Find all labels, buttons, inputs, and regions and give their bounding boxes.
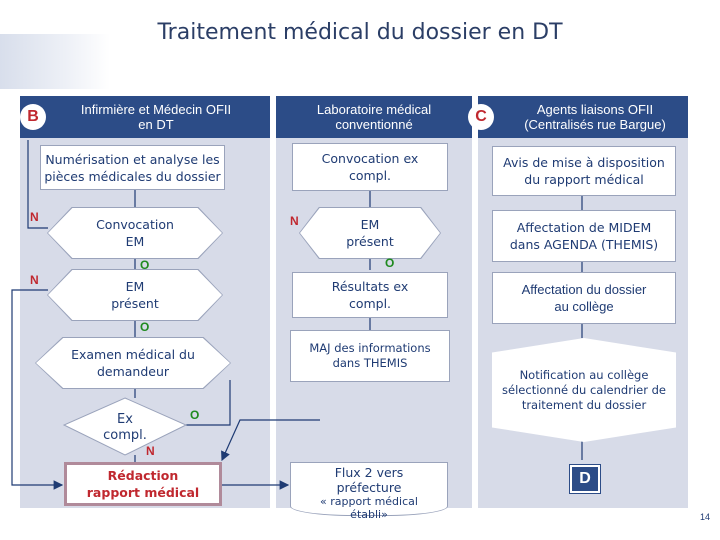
maj-text: MAJ des informations dans THEMIS xyxy=(309,341,431,370)
resultats-box: Résultats ex compl. xyxy=(292,272,448,318)
em-present-left-node: EM présent xyxy=(48,270,222,320)
column-header-c: Agents liaisons OFII (Centralisés rue Ba… xyxy=(478,96,688,138)
label-o-ex-compl: O xyxy=(190,408,200,422)
label-n-ex-compl: N xyxy=(146,444,155,458)
numerisation-text: Numérisation et analyse les pièces médic… xyxy=(44,151,221,184)
notification-text: Notification au collège sélectionné du c… xyxy=(502,367,666,412)
column-badge-c: C xyxy=(468,104,494,130)
page-title: Traitement médical du dossier en DT xyxy=(157,20,563,45)
avis-box: Avis de mise à disposition du rapport mé… xyxy=(492,146,676,196)
ex-compl-text: Ex compl. xyxy=(103,412,147,443)
line-n-loop-1 xyxy=(27,140,48,229)
label-o-convocation: O xyxy=(140,258,150,272)
end-badge-d: D xyxy=(570,465,600,493)
convocation-ex-box: Convocation ex compl. xyxy=(292,143,448,191)
em-present-mid-text: EM présent xyxy=(346,217,394,249)
line-n-loop-2 xyxy=(11,289,64,490)
affectation-midem-box: Affectation de MIDEM dans AGENDA (THEMIS… xyxy=(492,210,676,262)
convocation-em-text: Convocation EM xyxy=(96,217,174,249)
flux-text: Flux 2 vers préfecture xyxy=(334,465,404,495)
column-header-c-label: Agents liaisons OFII (Centralisés rue Ba… xyxy=(524,102,666,132)
notification-box: Notification au collège sélectionné du c… xyxy=(492,338,676,442)
column-band-lab xyxy=(276,138,472,508)
label-o-em-present: O xyxy=(140,320,150,334)
examen-node: Examen médical du demandeur xyxy=(36,338,230,388)
column-header-b-label: Infirmière et Médecin OFII en DT xyxy=(80,102,232,132)
line-o-excompl xyxy=(186,380,231,426)
examen-text: Examen médical du demandeur xyxy=(71,347,195,379)
em-present-left-text: EM présent xyxy=(111,279,159,311)
redaction-text: Rédaction rapport médical xyxy=(86,468,200,500)
page-number: 14 xyxy=(699,512,710,522)
label-n-convocation: N xyxy=(30,210,39,224)
column-header-b: Infirmière et Médecin OFII en DT xyxy=(20,96,270,138)
column-header-lab-label: Laboratoire médical conventionné xyxy=(316,102,432,132)
maj-box: MAJ des informations dans THEMIS xyxy=(290,330,450,382)
avis-text: Avis de mise à disposition du rapport mé… xyxy=(503,155,665,187)
numerisation-box: Numérisation et analyse les pièces médic… xyxy=(40,145,225,190)
convocation-ex-text: Convocation ex compl. xyxy=(321,151,419,183)
resultats-text: Résultats ex compl. xyxy=(331,279,409,311)
decision-ex-compl-shape xyxy=(62,397,188,456)
affectation-dossier-text: Affectation du dossier au collège xyxy=(521,282,647,314)
column-badge-b: B xyxy=(20,104,46,130)
label-n-lab-em: N xyxy=(290,214,299,228)
decorative-banner xyxy=(0,34,110,89)
label-n-em-present: N xyxy=(30,273,39,287)
flux-box: Flux 2 vers préfecture « rapport médical… xyxy=(290,462,448,521)
redaction-box: Rédaction rapport médical xyxy=(64,462,222,506)
line-lab-redac xyxy=(221,419,320,462)
affectation-dossier-box: Affectation du dossier au collège xyxy=(492,272,676,324)
label-o-lab-em: O xyxy=(385,256,395,270)
em-present-mid-node: EM présent xyxy=(300,208,440,258)
flux-subtext: « rapport médical établi» xyxy=(320,495,418,521)
convocation-em-node: Convocation EM xyxy=(48,208,222,258)
column-header-lab: Laboratoire médical conventionné xyxy=(276,96,472,138)
affectation-midem-text: Affectation de MIDEM dans AGENDA (THEMIS… xyxy=(509,220,659,252)
